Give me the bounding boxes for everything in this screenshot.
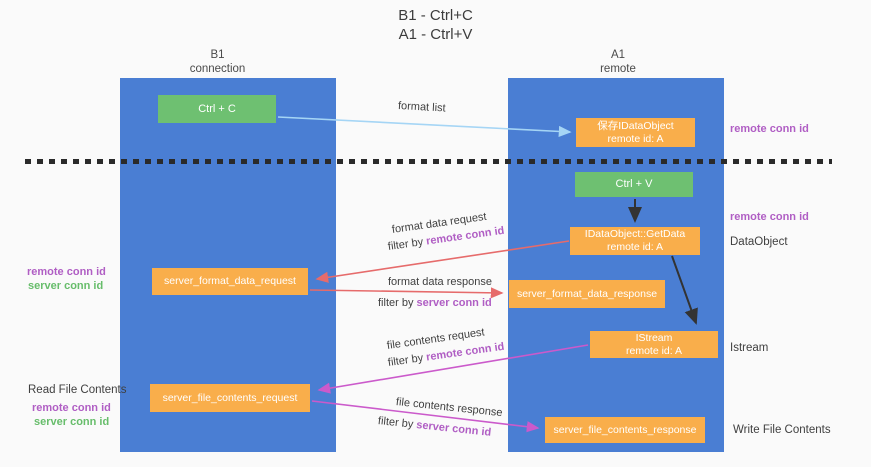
lane-b1-name: B1 [210, 49, 225, 61]
idataobject-getdata-box: IDataObject::GetData remote id: A [570, 227, 700, 255]
server-format-data-response-label: server_format_data_response [516, 287, 658, 300]
ctrl-c-label: Ctrl + C [198, 102, 236, 115]
ctrl-v-label: Ctrl + V [615, 178, 653, 190]
title-line-2: A1 - Ctrl+V [398, 26, 473, 43]
server-format-data-request-label: server_format_data_request [164, 275, 296, 287]
istream-line1: IStream [635, 331, 673, 344]
istream-side-label: Istream [730, 342, 769, 354]
lane-a1-name: A1 [610, 49, 626, 61]
left-server-conn-id-1: server conn id [28, 280, 104, 292]
save-idataobject-box: 保存IDataObject remote id: A [576, 118, 695, 147]
filter-by-text: filter by [378, 297, 414, 309]
read-file-contents-label: Read File Contents [28, 384, 127, 396]
server-format-data-request-box: server_format_data_request [152, 268, 308, 295]
filter-by-text: filter by [377, 415, 414, 431]
filter-by-text: filter by [387, 236, 424, 253]
right-remote-conn-id-top: remote conn id [730, 123, 809, 135]
server-format-data-response-box: server_format_data_response [509, 280, 665, 308]
istream-box: IStream remote id: A [590, 331, 718, 358]
session-divider-dashed-line [25, 159, 832, 164]
diagram-title: B1 - Ctrl+C A1 - Ctrl+V [0, 6, 871, 44]
file-contents-response-label: file contents response [395, 396, 504, 420]
dataobject-label: DataObject [730, 236, 788, 248]
lane-b1-subtitle: connection [189, 63, 246, 75]
lane-header-a1: A1 remote [508, 48, 728, 76]
left-server-conn-id-2: server conn id [34, 416, 110, 428]
ctrl-c-box: Ctrl + C [158, 95, 276, 123]
server-conn-id-text: server conn id [415, 419, 492, 439]
filter-by-server-conn-id-label-1: filter by server conn id [378, 297, 492, 309]
format-list-label: format list [397, 100, 446, 115]
server-file-contents-response-label: server_file_contents_response [553, 423, 697, 436]
filter-by-text: filter by [387, 352, 424, 369]
title-line-1: B1 - Ctrl+C [398, 7, 473, 24]
left-remote-conn-id-2: remote conn id [32, 402, 111, 414]
istream-line2: remote id: A [625, 344, 683, 357]
save-idataobject-line2: remote id: A [607, 132, 664, 145]
server-conn-id-text: server conn id [416, 297, 492, 309]
filter-by-server-conn-id-label-2: filter by server conn id [377, 415, 491, 439]
ctrl-v-box: Ctrl + V [575, 172, 693, 197]
getdata-line1: IDataObject::GetData [584, 228, 686, 240]
server-file-contents-request-label: server_file_contents_request [162, 391, 298, 404]
left-remote-conn-id-1: remote conn id [27, 266, 106, 278]
format-data-response-arrow [309, 287, 504, 299]
lane-header-b1: B1 connection [120, 48, 315, 76]
save-idataobject-line1: 保存IDataObject [597, 119, 674, 132]
getdata-line2: remote id: A [606, 241, 664, 253]
server-file-contents-response-box: server_file_contents_response [545, 417, 705, 443]
lane-a1-subtitle: remote [600, 63, 636, 75]
write-file-contents-label: Write File Contents [733, 424, 831, 436]
right-remote-conn-id-mid: remote conn id [730, 211, 809, 223]
format-data-response-label: format data response [388, 276, 492, 288]
server-file-contents-request-box: server_file_contents_request [150, 384, 310, 412]
